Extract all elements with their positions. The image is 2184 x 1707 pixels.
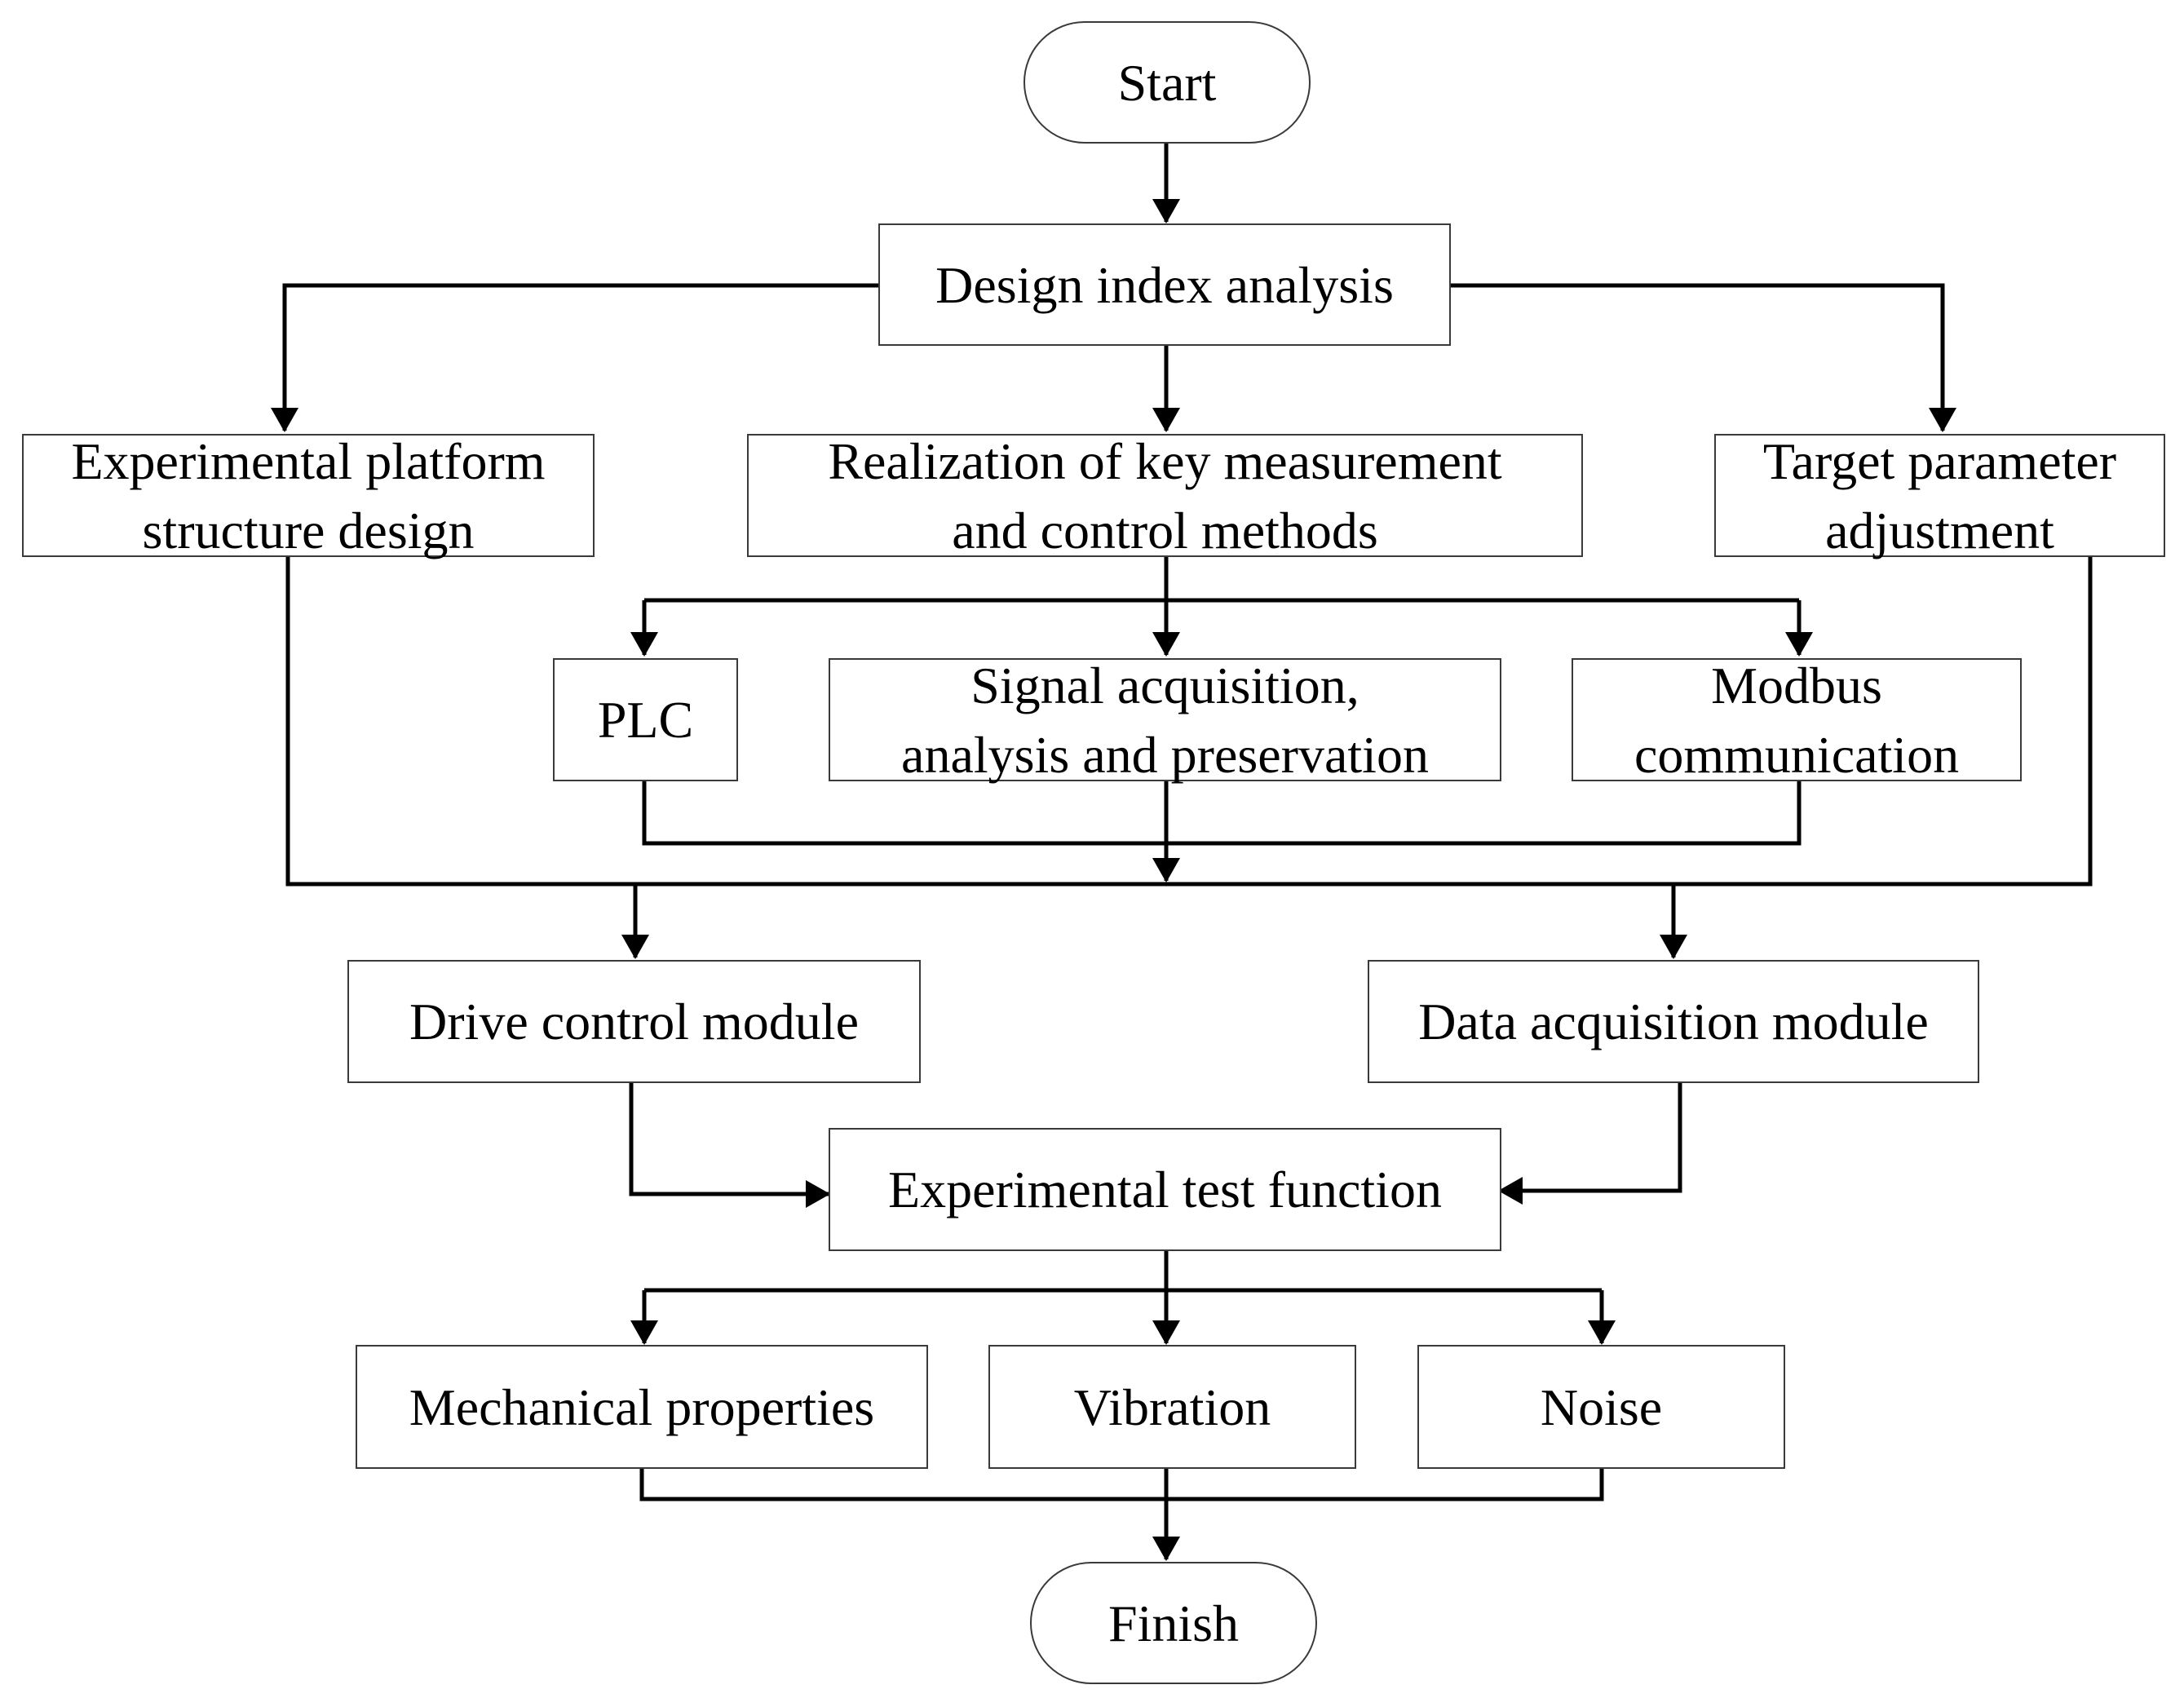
key-methods-label-line-2: and control methods (952, 501, 1378, 559)
merge-subsystems (642, 781, 1802, 846)
start-terminal: Start (1023, 21, 1311, 144)
key-methods-box: Realization of key measurement and contr… (747, 432, 1583, 559)
noise-label: Noise (1540, 1378, 1663, 1436)
arrow-drive-to-test (629, 1082, 830, 1208)
finish-terminal: Finish (1030, 1562, 1317, 1684)
arrow-data-to-test (1498, 1082, 1682, 1205)
data-acquisition-label: Data acquisition module (1418, 993, 1929, 1050)
drive-control-label: Drive control module (409, 993, 859, 1050)
merge-properties (639, 1468, 1604, 1501)
target-parameter-adjustment-box: Target parameter adjustment (1714, 432, 2165, 559)
mechanical-label: Mechanical properties (409, 1378, 875, 1436)
target-label-line-2: adjustment (1825, 501, 2054, 559)
finish-label: Finish (1107, 1594, 1240, 1652)
data-acquisition-module-box: Data acquisition module (1368, 960, 1979, 1083)
modbus-label-line-2: communication (1634, 725, 1960, 784)
mechanical-properties-box: Mechanical properties (356, 1345, 928, 1469)
arrow-design-to-target (1450, 283, 1956, 432)
test-function-label: Experimental test function (888, 1161, 1442, 1218)
experimental-test-function-box: Experimental test function (829, 1128, 1501, 1251)
plc-box: PLC (553, 658, 738, 781)
vibration-box: Vibration (988, 1345, 1356, 1469)
signal-label-line-1: Signal acquisition, (970, 656, 1359, 714)
signal-label-line-2: analysis and preservation (901, 725, 1429, 784)
platform-structure-design-box: Experimental platform structure design (22, 432, 595, 559)
design-index-analysis-box: Design index analysis (878, 223, 1451, 346)
platform-label-line-2: structure design (142, 501, 475, 559)
key-methods-label-line-1: Realization of key measurement (828, 431, 1502, 490)
modbus-communication-box: Modbus communication (1572, 657, 2022, 784)
noise-box: Noise (1417, 1345, 1785, 1469)
plc-label: PLC (597, 691, 694, 749)
signal-acquisition-box: Signal acquisition, analysis and preserv… (829, 657, 1501, 784)
start-label: Start (1117, 53, 1217, 112)
merge-platform (285, 556, 2093, 887)
modbus-label-line-1: Modbus (1711, 656, 1882, 714)
drive-control-module-box: Drive control module (347, 960, 921, 1083)
design-index-label: Design index analysis (935, 255, 1394, 314)
target-label-line-1: Target parameter (1762, 431, 2117, 490)
vibration-label: Vibration (1073, 1378, 1271, 1436)
arrow-design-to-platform (271, 283, 880, 432)
platform-label-line-1: Experimental platform (71, 431, 546, 490)
